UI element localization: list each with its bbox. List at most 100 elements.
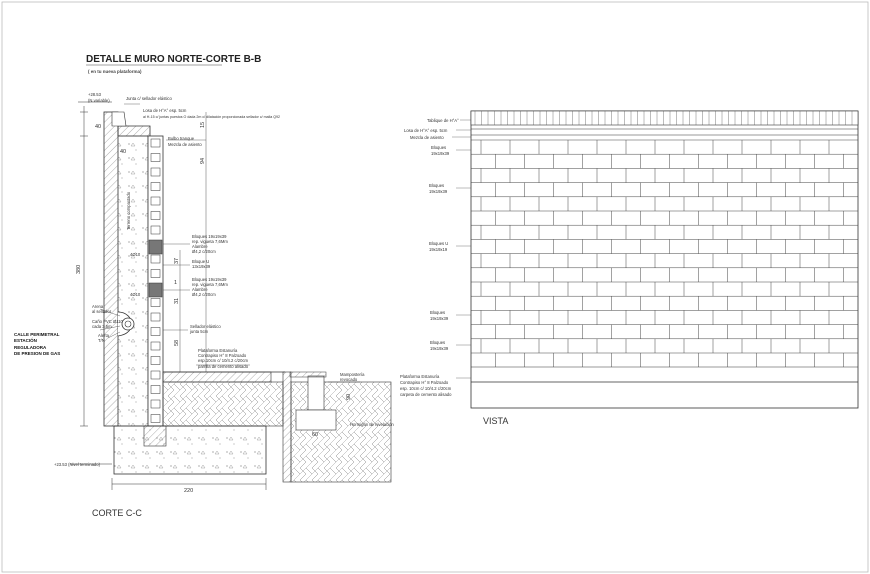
label-elev-bloque-b: Bloques — [429, 183, 444, 188]
label-losa-hv: Losa de H°A° esp. 5cm — [143, 108, 187, 113]
dim-94: 94 — [200, 158, 206, 164]
label-bloque-u: Bloque U — [192, 259, 209, 264]
label-calle-1: CALLE PERIMETRAL — [14, 332, 60, 337]
label-elev-plataforma-2: Contrapiso H° 8 Palzoado — [400, 380, 449, 385]
outer-soil — [290, 381, 392, 483]
block-cell — [150, 356, 161, 365]
block-cell — [150, 225, 161, 235]
pvc-pipe — [117, 311, 135, 337]
label-junta: Junta c/ sellador elástico — [126, 96, 173, 101]
label-elev-plataforma-3: esp. 10cm c/ 10/4.2 c/20cm — [400, 386, 452, 391]
block-cell — [150, 196, 161, 206]
label-sellador-junta: junta 5cm — [189, 329, 209, 334]
platform-slab — [162, 371, 272, 383]
dim-15: 15 — [200, 122, 206, 128]
label-elev-bloque-d: Bloques — [430, 340, 445, 345]
block-cell — [150, 327, 161, 336]
label-arena-2: al sellador — [92, 309, 112, 314]
label-elev-bloque-c-size: 19x19x39 — [430, 316, 449, 321]
label-tablique: Tablique de H°A° — [427, 118, 459, 123]
elevation-cap — [470, 110, 859, 126]
label-calle-4: DE PRESION DE GAS — [14, 351, 60, 356]
label-plataforma-1: Plataforma Estanuría — [198, 348, 238, 353]
block-cell — [150, 138, 161, 148]
block-courses — [471, 139, 858, 367]
label-top-level: +28.53 — [88, 92, 102, 97]
block-cell — [150, 370, 161, 380]
label-bottom-level: +23.53 (Nivel terminado) — [54, 462, 101, 467]
block-cell — [150, 298, 161, 307]
section-annotations: +28.53 (N.variable) Junta c/ sellador el… — [14, 92, 394, 518]
label-terreno: Terreno compactado — [126, 191, 131, 230]
label-plataforma-3: esp.10cm c/ 10/4.2 c/20cm — [198, 358, 249, 363]
label-losa-detail: al H-15 c/ juntas puestos O dada 2m c/ d… — [143, 115, 280, 119]
block-cell — [150, 254, 161, 264]
label-armado-1: 4Ø10 — [130, 252, 141, 257]
label-cano-2: cada 3,5m — [92, 324, 112, 329]
caption-corte-cc: CORTE C-C — [92, 508, 142, 518]
block-cell — [150, 269, 161, 278]
label-alerta-2: T/N — [98, 338, 105, 343]
label-elev-bloque-u-size: 19x19x19 — [429, 247, 448, 252]
label-elev-bloque-u: Bloques U — [429, 241, 448, 246]
label-mamposteria-1: Mampostería — [340, 372, 365, 377]
label-armado-2: 4Ø10 — [130, 292, 141, 297]
dim-1: 1 — [174, 280, 177, 286]
label-elev-plataforma-1: Plataforma Estanuría — [400, 374, 440, 379]
label-arena: Arena — [92, 304, 104, 309]
label-bloque-2: Bloques 19x19x39 — [192, 277, 227, 282]
masonry-wall — [307, 375, 325, 411]
label-bulbo: Bulbo tranque — [168, 136, 195, 141]
label-elev-bloque-b-size: 19x19x39 — [429, 189, 448, 194]
label-sellador: Sellador elástico — [190, 324, 221, 329]
label-calle-3: REGULADORA — [14, 345, 47, 350]
label-elev-bloque-d-size: 19x19x39 — [430, 346, 449, 351]
label-mamposteria-2: revocado — [340, 377, 358, 382]
dim-31: 31 — [174, 298, 180, 304]
block-cell — [150, 312, 161, 322]
label-bloque-2-detail: rep. vigueta 7,6Mm — [192, 282, 228, 287]
elevation-frame — [470, 110, 859, 409]
label-top-level-note: (N.variable) — [88, 98, 110, 103]
label-elev-plataforma-4: carpeta de cemento alisado — [400, 392, 452, 397]
block-cell — [150, 167, 161, 177]
label-bloque-2-alambre: Alambre — [192, 287, 208, 292]
block-cell — [150, 153, 161, 162]
label-plataforma-4: parrilla de cemento alisado — [198, 364, 249, 369]
label-bloque-1-alambre: Alambre — [192, 244, 208, 249]
label-elev-mezcla: Mezcla de asiento — [410, 135, 444, 140]
block-cell — [150, 182, 161, 191]
dim-40-mid: 40 — [120, 149, 126, 155]
dim-40-top: 40 — [95, 124, 101, 130]
label-elev-bloque-c: Bloques — [430, 310, 445, 315]
block-cell — [150, 414, 161, 423]
block-cell — [150, 399, 161, 409]
block-column — [147, 135, 164, 427]
label-elev-bloque-a: Bloques — [431, 145, 446, 150]
dim-60: 60 — [312, 432, 318, 438]
platform-fill — [162, 381, 284, 427]
label-elev-losa: Losa de H°A° esp. 5cm — [404, 128, 448, 133]
dim-220: 220 — [184, 488, 193, 494]
label-mezcla: Mezcla de asiento — [168, 142, 202, 147]
label-bloque-1-esp: Ø4,2 c/20cm — [192, 249, 216, 254]
label-bloque-2-esp: Ø4,2 c/20cm — [192, 292, 216, 297]
dim-37: 37 — [174, 258, 180, 264]
compacted-soil — [117, 135, 149, 427]
drawing-subtitle: ( en tu nueva plataforma) — [88, 69, 142, 74]
dim-380: 380 — [76, 265, 82, 274]
elevation-view — [452, 110, 859, 409]
foundation — [113, 425, 267, 475]
caption-vista: VISTA — [483, 416, 508, 426]
label-calle-2: ESTACIÓN — [14, 336, 37, 343]
label-alerta: Alerta — [98, 333, 110, 338]
dim-58: 58 — [174, 340, 180, 346]
label-plataforma-2: Contrapiso H° 8 Palzoado — [198, 353, 247, 358]
elevation-annotations: Tablique de H°A° Losa de H°A° esp. 5cm M… — [400, 118, 508, 426]
wall-plaster — [103, 111, 119, 427]
dim-90: 90 — [346, 394, 352, 400]
label-bloque-1: Bloques 19x19x39 — [192, 234, 227, 239]
section-view — [70, 101, 392, 490]
